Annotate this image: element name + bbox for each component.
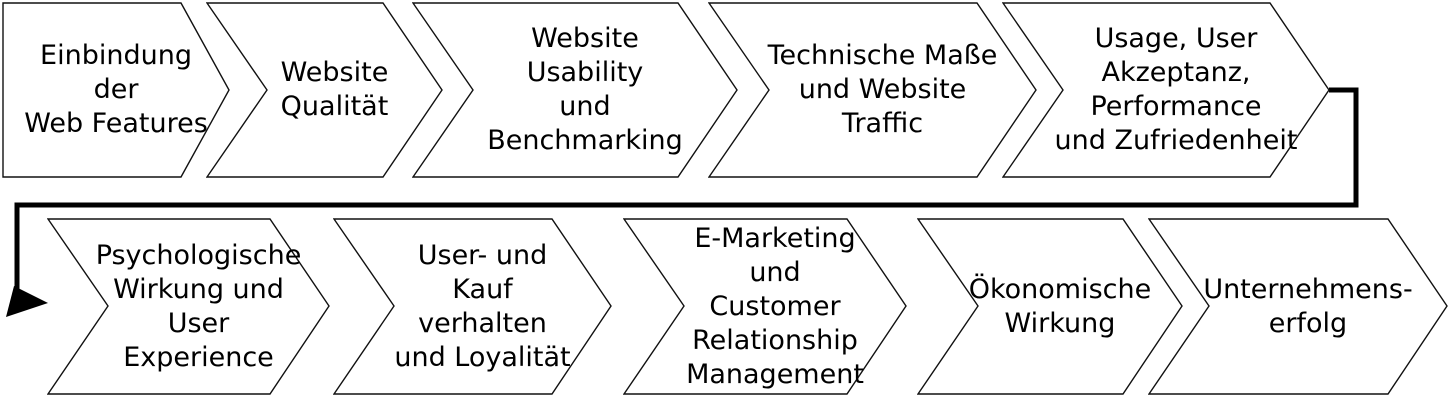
step-website-usability-benchmarking: Website Usability und Benchmarking — [412, 2, 738, 178]
step-label: Psychologische Wirkung und User Experien… — [95, 239, 302, 373]
step-label: Website Usability und Benchmarking — [487, 23, 683, 156]
step-website-qualitaet: Website Qualität — [206, 2, 443, 178]
chevron-shape — [412, 2, 738, 178]
step-label: User- und Kauf verhalten und Loyalität — [394, 239, 571, 373]
step-oekonomische-wirkung: Ökonomische Wirkung — [917, 218, 1183, 395]
chevron-shape — [47, 218, 330, 395]
connector-arrowhead-icon — [6, 286, 48, 317]
chevron-shape — [1148, 218, 1448, 395]
step-technische-masse-traffic: Technische Maße und Website Traffic — [708, 2, 1037, 178]
pentagon-arrow-shape — [2, 2, 230, 178]
step-psychologische-wirkung: Psychologische Wirkung und User Experien… — [47, 218, 330, 395]
chevron-shape — [206, 2, 443, 178]
step-label: Usage, User Akzeptanz, Performance und Z… — [1054, 23, 1298, 156]
step-label: Website Qualität — [280, 57, 389, 122]
chevron-shape — [333, 218, 612, 395]
step-label: E-Marketing und Customer Relationship Ma… — [686, 222, 864, 390]
step-label: Technische Maße und Website Traffic — [767, 40, 998, 139]
step-unternehmenserfolg: Unternehmens- erfolg — [1148, 218, 1448, 395]
step-einbindung-der-web-features: Einbindung der Web Features — [2, 2, 230, 178]
step-user-kaufverhalten-loyalitaet: User- und Kauf verhalten und Loyalität — [333, 218, 612, 395]
step-label: Unternehmens- erfolg — [1203, 273, 1413, 339]
step-label: Ökonomische Wirkung — [968, 273, 1152, 339]
step-emarketing-crm: E-Marketing und Customer Relationship Ma… — [623, 218, 907, 395]
chevron-shape — [1002, 2, 1330, 178]
chevron-shape — [623, 218, 907, 395]
step-label: Einbindung der Web Features — [24, 40, 208, 139]
chevron-shape — [917, 218, 1183, 395]
step-usage-user-akzeptanz: Usage, User Akzeptanz, Performance und Z… — [1002, 2, 1330, 178]
chevron-shape — [708, 2, 1037, 178]
